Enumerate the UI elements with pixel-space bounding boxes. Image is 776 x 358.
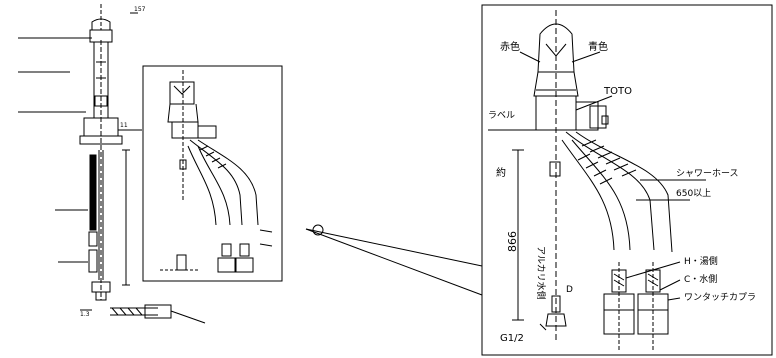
red-side-label: 赤色 — [500, 40, 520, 53]
thread-label: G1/2 — [500, 333, 524, 344]
inset-view — [142, 65, 283, 282]
zoom-view — [481, 4, 773, 356]
blue-side-label: 青色 — [588, 40, 608, 53]
left-bottom-dim: 1.3 — [80, 311, 90, 318]
left-top-dim: 157 — [134, 6, 146, 13]
small-part-label: D — [566, 285, 573, 295]
hose-length-label: 650以上 — [676, 188, 711, 199]
shower-hose-label: シャワーホース — [676, 168, 739, 179]
inset-dim: 11 — [120, 122, 128, 129]
length-label: 約 — [496, 166, 506, 179]
cold-side-label: C・水側 — [684, 273, 717, 285]
zoom-connector-lines — [305, 224, 483, 296]
left-faucet-view — [18, 4, 206, 324]
coupler-label: ワンタッチカプラ — [684, 292, 756, 303]
dimension-866: 866 — [506, 231, 519, 252]
alkaline-side-label: アルカリ水側 — [535, 246, 547, 300]
model-label: TOTO — [603, 86, 632, 97]
label-tag: ラベル — [488, 110, 515, 121]
hot-side-label: H・湯側 — [684, 255, 718, 267]
